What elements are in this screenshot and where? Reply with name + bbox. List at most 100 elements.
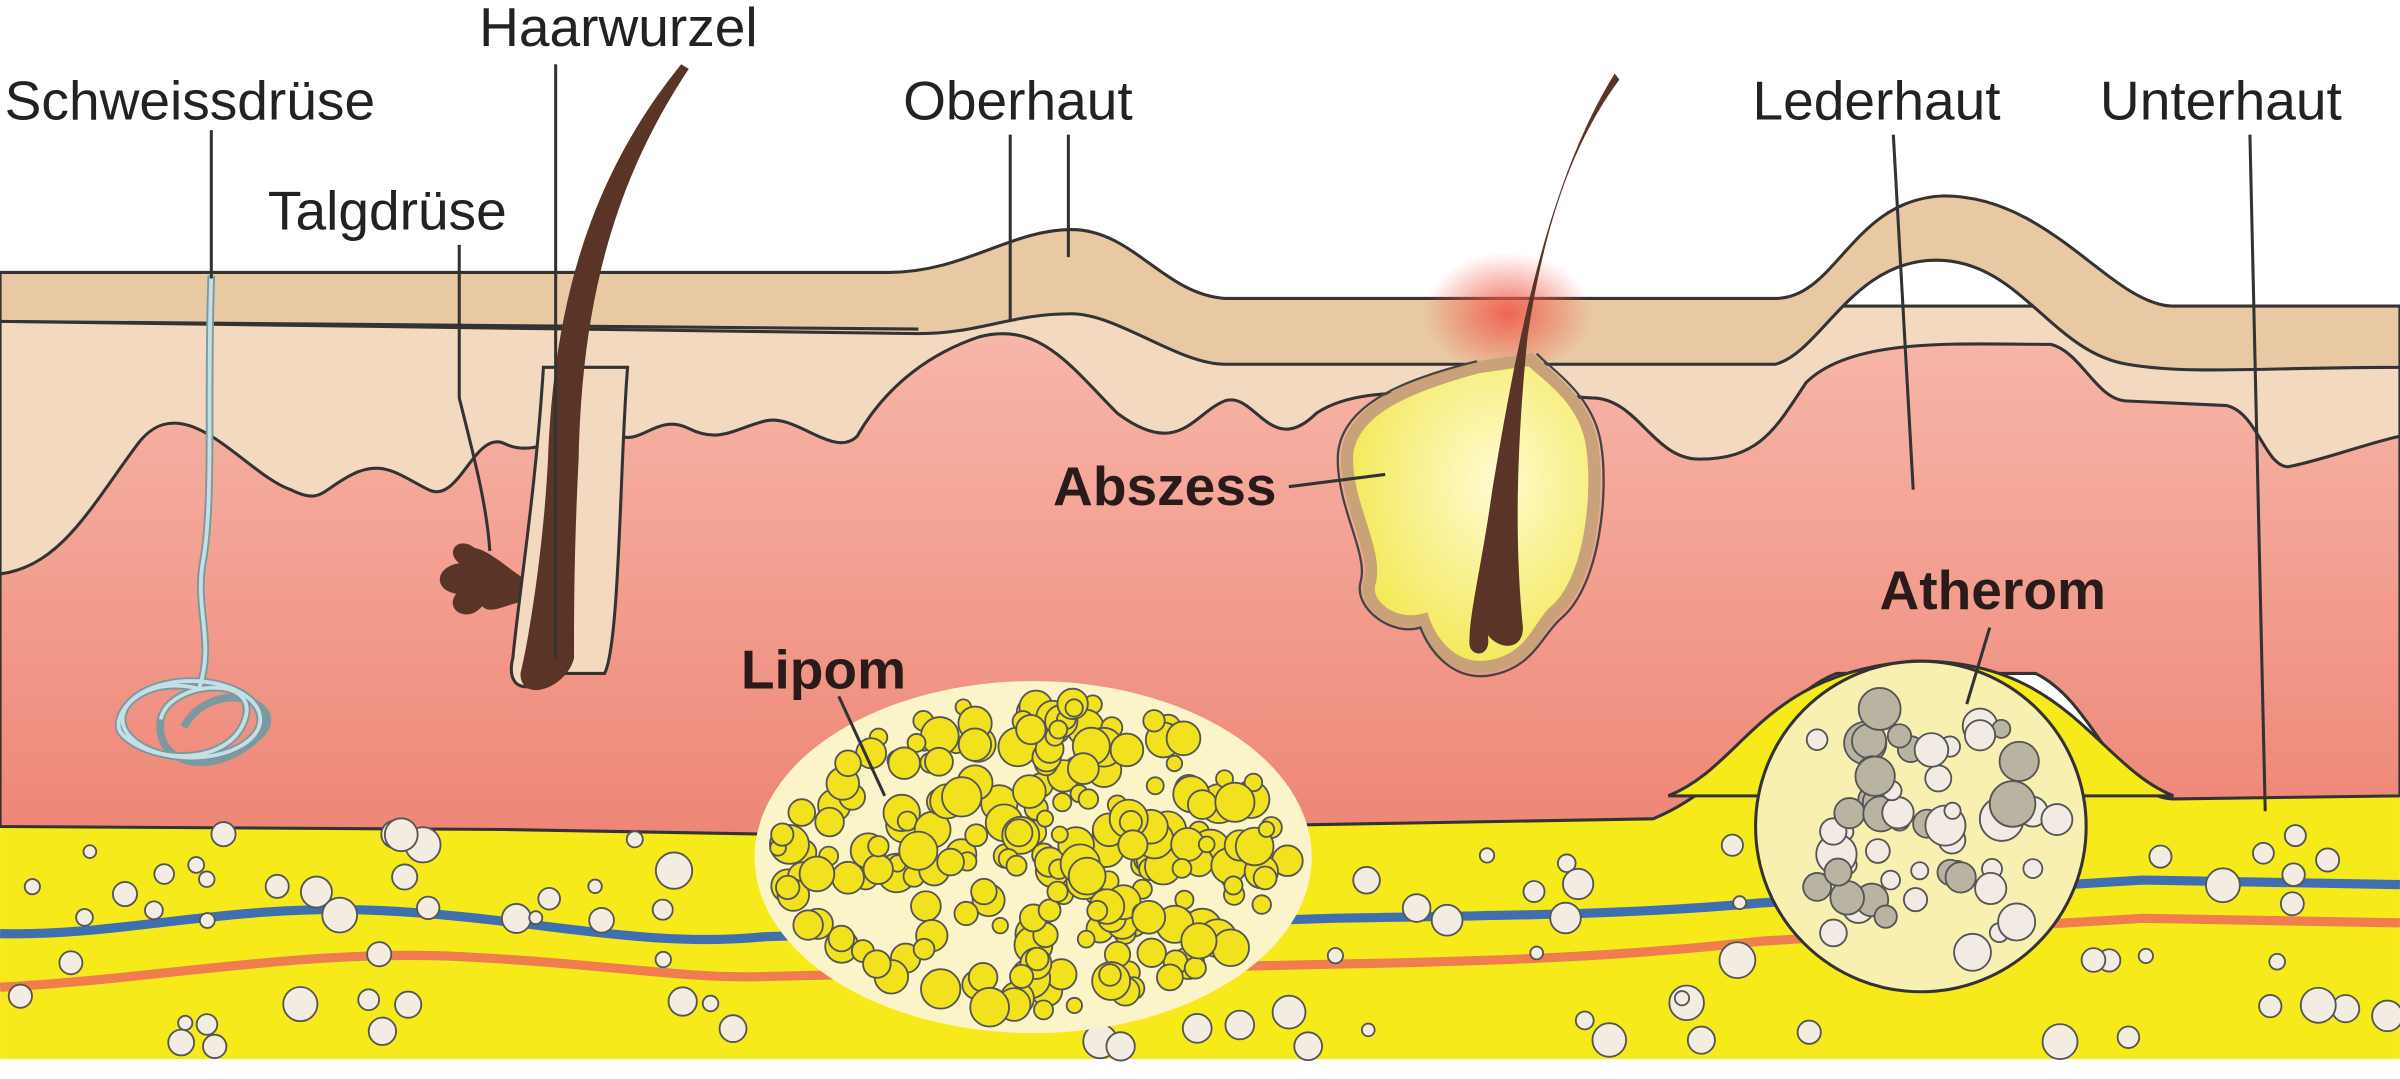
fat-cell (321, 896, 359, 934)
atheroma-cell (1886, 723, 1913, 749)
fat-cell (1549, 901, 1582, 935)
lipoma-cell (792, 909, 824, 941)
lipoma-cell (1064, 698, 1084, 718)
lipoma-cell (970, 877, 998, 906)
lipoma-cell (1033, 999, 1054, 1021)
lipoma-cell (1131, 899, 1167, 935)
label-schweissdruese: Schweissdrüse (5, 69, 375, 131)
fat-cell (416, 895, 441, 921)
lipoma-cell (1156, 963, 1184, 992)
lipoma-cell (1214, 781, 1256, 823)
artery (0, 913, 2400, 992)
lipoma-cell (775, 874, 801, 901)
lipoma-cell (1025, 946, 1050, 972)
fat-cell (195, 1013, 219, 1036)
lipoma-cell (924, 746, 954, 777)
fat-cell (75, 908, 94, 927)
fat-cell (383, 817, 419, 853)
fat-cell (537, 886, 561, 911)
fat-cells (7, 817, 2400, 1062)
lipoma-cell (1037, 898, 1062, 923)
label-lipom: Lipom (741, 639, 906, 701)
fat-cell (1522, 880, 1546, 903)
lipoma-cell (1165, 720, 1202, 757)
fat-cell (1401, 893, 1432, 923)
fat-cell (198, 870, 216, 888)
fat-cell (144, 900, 164, 921)
lipoma-cell (953, 900, 979, 927)
lipoma-cell (1050, 825, 1069, 844)
lipoma-cell (941, 776, 983, 818)
fat-cell (1796, 1019, 1822, 1045)
fat-cell (2299, 986, 2337, 1024)
atheroma-cell (1924, 764, 1953, 793)
fat-cell (264, 873, 290, 899)
fat-cell (394, 990, 423, 1019)
atheroma-cell (1943, 801, 1962, 820)
lipoma-cell (1180, 922, 1218, 960)
abscess-hair (1469, 73, 1620, 654)
fat-cell (1478, 847, 1496, 864)
lipoma-cell (1065, 996, 1083, 1015)
lipoma-cell (1009, 963, 1035, 989)
label-lederhaut: Lederhaut (1753, 69, 2001, 131)
fat-cell (654, 950, 672, 969)
fat-cell (654, 851, 694, 890)
lipoma-cell (1052, 792, 1073, 813)
fat-cell (625, 830, 644, 849)
fat-cell (1529, 945, 1545, 961)
lipoma-cell (1223, 875, 1244, 896)
label-talgdruese: Talgdrüse (268, 180, 507, 242)
lipoma-cell (1165, 754, 1184, 773)
fat-cell (2252, 841, 2275, 865)
lipoma-cell (1145, 776, 1165, 796)
fat-cell (1224, 1009, 1256, 1041)
atheroma-cell (1873, 904, 1898, 929)
fat-cell (82, 844, 98, 859)
fat-cell (500, 903, 532, 934)
lipoma-cell (814, 806, 845, 838)
atheroma-cell (1880, 869, 1901, 891)
fat-cell (2258, 994, 2283, 1019)
atheroma-cell (1910, 861, 1930, 881)
atheroma-cell (1823, 857, 1853, 887)
label-abszess: Abszess (1053, 455, 1277, 517)
fat-cell (282, 986, 319, 1023)
fat-cell (1556, 853, 1577, 874)
lipoma-cell (936, 847, 965, 877)
fat-cell (588, 906, 615, 934)
lipoma-cell (1076, 929, 1096, 949)
fat-cell (1293, 1031, 1323, 1062)
fat-cell (2041, 1023, 2079, 1060)
fat-cell (2080, 947, 2107, 973)
lipoma-cell (862, 949, 892, 979)
lipoma-cell (1005, 854, 1028, 877)
lipoma-cell (1048, 719, 1069, 740)
lipoma-cell (1243, 772, 1264, 793)
lipoma-cell (1109, 732, 1145, 768)
fat-cell (391, 863, 419, 891)
sweat-gland-inner (116, 275, 263, 760)
lipoma-cell (1252, 865, 1278, 891)
lipoma-cell (1067, 856, 1107, 896)
fat-cell (1430, 903, 1464, 937)
atheroma-cell (1998, 740, 2040, 782)
fat-cell (1361, 1022, 1376, 1038)
lipoma-cell (1004, 818, 1034, 848)
label-haarwurzel: Haarwurzel (479, 0, 758, 58)
sebaceous-gland-icon (439, 543, 529, 615)
abscess (1340, 353, 1601, 674)
lipoma-cell (1066, 752, 1100, 786)
fat-cell (177, 1014, 194, 1031)
lipoma-cell (1098, 963, 1122, 987)
label-oberhaut: Oberhaut (903, 69, 1133, 131)
fat-cell (718, 1014, 748, 1043)
fat-cell (1720, 833, 1744, 857)
fat-cell (58, 950, 84, 976)
lipoma-cell (912, 937, 936, 961)
fat-cell (701, 994, 720, 1013)
fat-cell (1326, 947, 1344, 965)
fat-cell (528, 910, 544, 926)
lipoma-cell (1142, 709, 1166, 733)
